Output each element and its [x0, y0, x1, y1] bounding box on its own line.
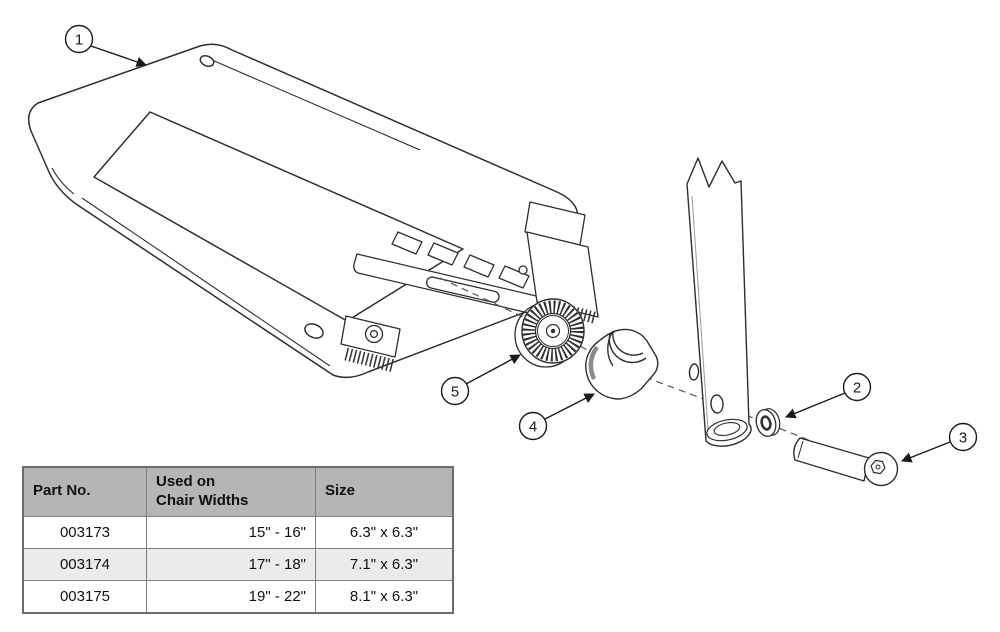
- table-row: 003173 15" - 16" 6.3" x 6.3": [22, 515, 454, 549]
- callout-4-leader: [544, 393, 595, 420]
- clamp-body: [585, 328, 659, 400]
- footplate: [27, 43, 579, 379]
- callout-4-number: 4: [529, 419, 537, 436]
- table-row: 003174 17" - 18" 7.1" x 6.3": [22, 547, 454, 581]
- disc-inner-ring2: [537, 315, 569, 347]
- footplate-bottom-hole: [304, 323, 324, 339]
- header-chair-widths: Used on Chair Widths: [146, 466, 316, 517]
- bolt-socket-center: [875, 464, 881, 470]
- callout-5: 5: [440, 354, 521, 406]
- tube-inner-line: [691, 195, 709, 431]
- callout-2-number: 2: [853, 380, 861, 397]
- serrated-disc: [514, 298, 585, 368]
- tube-side-hole: [688, 363, 700, 381]
- footplate-corner-hole: [199, 55, 215, 67]
- callout-2-circle: [842, 372, 872, 402]
- cell-part-no: 003175: [22, 579, 147, 613]
- cell-size: 7.1" x 6.3": [315, 547, 454, 581]
- callout-1-circle: [64, 24, 94, 54]
- tube-body: [686, 157, 752, 447]
- hinge-bracket-serration: [554, 302, 598, 324]
- callout-3-circle: [948, 422, 978, 452]
- cell-chair-widths: 19" - 22": [146, 579, 316, 613]
- hinge-slots: [391, 231, 530, 289]
- callout-5-leader: [465, 354, 521, 385]
- hinge-assembly: [340, 201, 599, 373]
- cell-chair-widths: 17" - 18": [146, 547, 316, 581]
- parts-table: Part No. Used on Chair Widths Size 00317…: [22, 466, 454, 614]
- header-size: Size: [315, 466, 454, 517]
- tube-open-end-inner: [713, 421, 741, 437]
- footplate-top-edge-line: [211, 59, 421, 151]
- callout-4-circle: [518, 411, 548, 441]
- callout-3-number: 3: [959, 430, 967, 447]
- hinge-bracket: [526, 231, 599, 318]
- callouts: 1 2 3 4 5: [64, 24, 978, 463]
- washer: [755, 408, 781, 437]
- washer-hole: [760, 415, 772, 431]
- cell-chair-widths: 15" - 16": [146, 515, 316, 549]
- tube-open-end: [706, 418, 748, 442]
- callout-1-leader: [90, 45, 147, 67]
- callout-5-circle: [440, 376, 470, 406]
- assembly-centerline: [439, 277, 882, 470]
- clamp-shading: [588, 345, 599, 380]
- hinge-bar-hole: [518, 265, 528, 275]
- cell-size: 8.1" x 6.3": [315, 579, 454, 613]
- bolt: [793, 437, 899, 487]
- bolt-shaft: [793, 437, 870, 482]
- footplate-corner-line: [51, 167, 75, 195]
- cell-size: 6.3" x 6.3": [315, 515, 454, 549]
- clamp-scoop-arc1: [612, 330, 644, 356]
- hanger-tube: [686, 157, 752, 447]
- callout-2: 2: [785, 372, 872, 419]
- cell-part-no: 003174: [22, 547, 147, 581]
- bolt-tip-chamfer: [797, 440, 804, 459]
- table-row: 003175 19" - 22" 8.1" x 6.3": [22, 579, 454, 613]
- disc-center-hole: [550, 328, 556, 334]
- callout-3-leader: [901, 441, 951, 463]
- callout-1-number: 1: [75, 32, 83, 49]
- footplate-outline: [27, 43, 579, 379]
- cell-part-no: 003173: [22, 515, 147, 549]
- clamp-scoop-edge: [607, 330, 614, 367]
- callout-4: 4: [518, 393, 595, 441]
- header-part-no: Part No.: [22, 466, 147, 517]
- disc-hub: [545, 323, 561, 339]
- callout-3: 3: [901, 422, 978, 463]
- hinge-left-pivot-center: [369, 329, 379, 339]
- disc-teeth: [522, 300, 584, 362]
- parts-table-header-row: Part No. Used on Chair Widths Size: [22, 466, 454, 517]
- callout-1: 1: [64, 24, 147, 67]
- tube-bolt-hole: [710, 394, 724, 414]
- callout-5-number: 5: [451, 384, 459, 401]
- hinge-bar-slot: [425, 276, 500, 303]
- footplate-rim-line: [81, 197, 331, 367]
- clamp-saddle: [585, 328, 659, 400]
- callout-2-leader: [785, 392, 846, 419]
